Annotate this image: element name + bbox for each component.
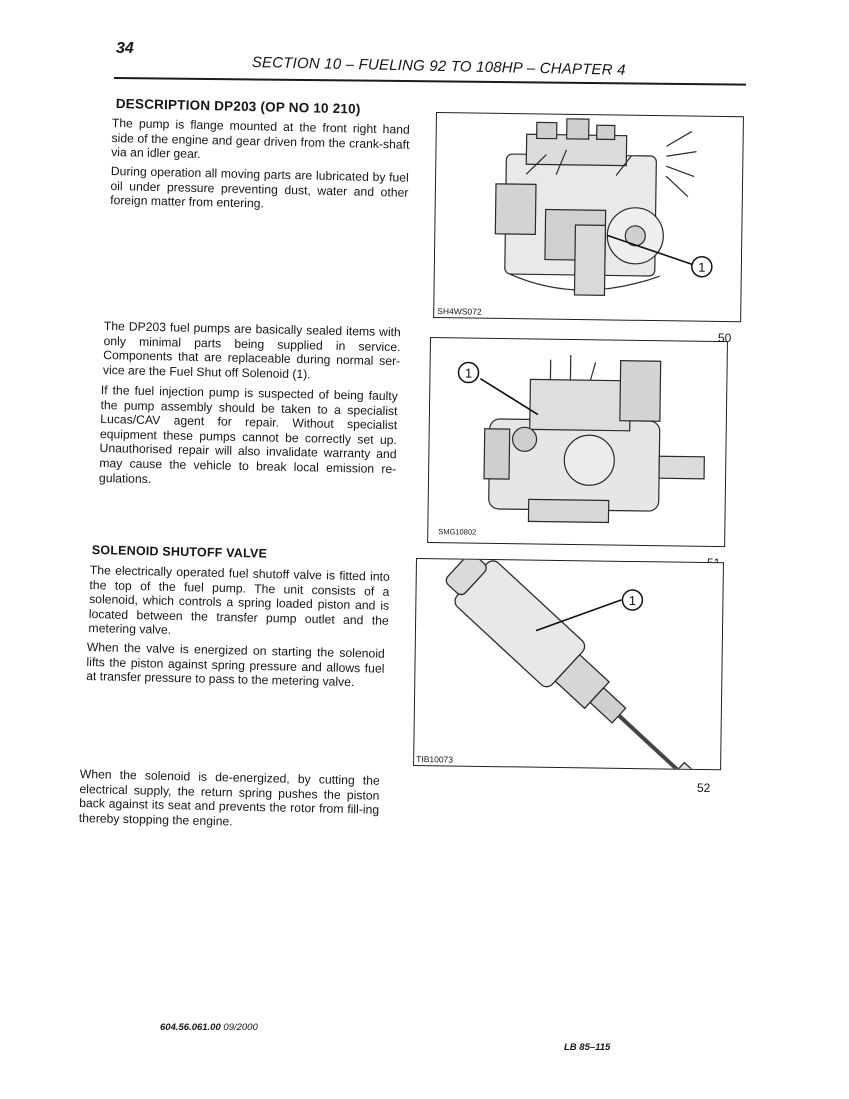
solenoid-callout-circle (621, 589, 644, 611)
description-heading: DESCRIPTION DP203 (OP NO 10 210) (115, 96, 361, 117)
deenergized-paragraph: When the solenoid is de-energized, by cu… (78, 767, 380, 829)
service-paragraph-2: If the fuel injection pump is suspected … (98, 383, 398, 486)
solenoid-paragraph-1: The electrically operated fuel shutoff v… (88, 563, 390, 638)
footer-reference: LB 85–115 (564, 1042, 611, 1053)
service-paragraph-1: The DP203 fuel pumps are basically seale… (102, 319, 401, 382)
section-title: SECTION 10 – FUELING 92 TO 108HP – CHAPT… (251, 54, 626, 79)
figure-solenoid: 1 TIB10073 (413, 558, 724, 771)
description-paragraph-2: During operation all moving parts are lu… (110, 164, 409, 211)
solenoid-heading: SOLENOID SHUTOFF VALVE (91, 543, 268, 561)
header-rule (113, 77, 746, 86)
figure-injection-pump: 1 SMG10802 (427, 337, 728, 548)
solenoid-callout-label: 1 (629, 593, 636, 608)
figure-51-code: SMG10802 (436, 527, 479, 537)
solenoid-paragraph-2: When the valve is energized on starting … (86, 640, 385, 690)
pump-callout-circle (457, 361, 480, 384)
figure-50-code: SH4WS072 (435, 306, 484, 317)
description-paragraph-1: The pump is flange mounted at the front … (111, 116, 410, 162)
page-number: 34 (116, 40, 134, 57)
pump-callout-label: 1 (465, 365, 472, 380)
pump-illustration: 1 (457, 354, 705, 524)
solenoid-illustration: 1 (445, 559, 719, 770)
figure-52-code: TIB10073 (414, 753, 456, 765)
footer-date: 09/2000 (223, 1022, 258, 1033)
engine-callout-circle (691, 255, 713, 278)
footer-part-code: 604.56.061.00 (160, 1022, 221, 1033)
figure-engine: 1 SH4WS072 (433, 112, 744, 323)
engine-illustration: 1 (494, 118, 713, 296)
footer-part-number: 604.56.061.00 09/2000 (160, 1022, 258, 1033)
figure-52-number: 52 (697, 781, 711, 795)
engine-callout-label: 1 (698, 260, 705, 275)
